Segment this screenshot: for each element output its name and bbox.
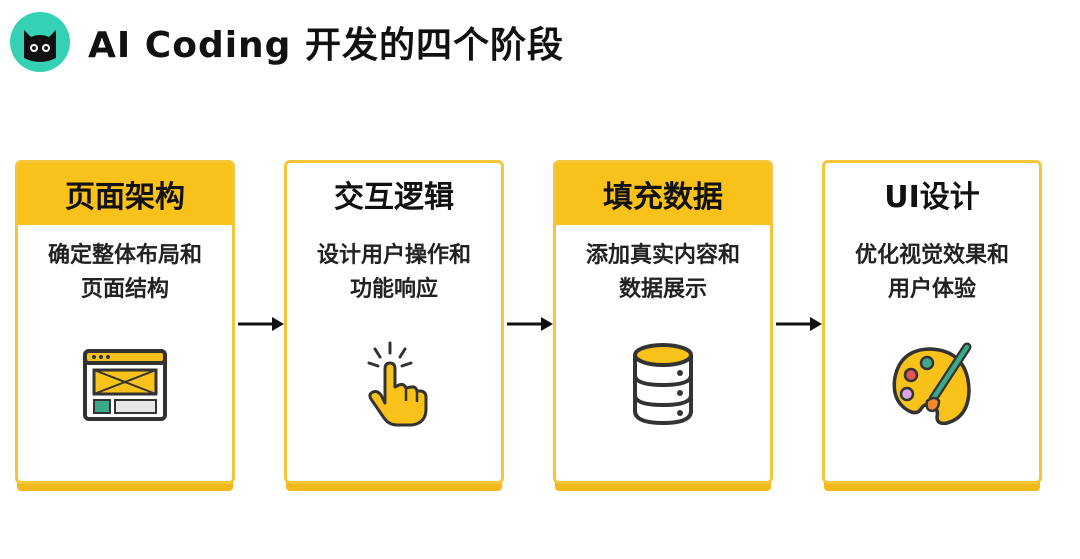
- stage-description-line2: 数据展示: [618, 277, 707, 302]
- stage-title: 交互逻辑: [334, 180, 454, 215]
- stage-description: 优化视觉效果和 用户体验: [825, 239, 1039, 307]
- stage-description-line1: 优化视觉效果和: [854, 243, 1009, 268]
- stage-card-data: 填充数据 添加真实内容和 数据展示: [553, 160, 773, 484]
- arrow-right-icon: [776, 317, 822, 331]
- database-icon: [618, 339, 708, 429]
- stage-description: 确定整体布局和 页面结构: [18, 239, 232, 307]
- stage-description: 设计用户操作和 功能响应: [287, 239, 501, 307]
- header: AI Coding 开发的四个阶段: [10, 12, 564, 72]
- stage-description-line2: 功能响应: [349, 277, 438, 302]
- stage-title: UI设计: [884, 180, 980, 215]
- stage-description-line1: 添加真实内容和: [585, 243, 740, 268]
- stage-title: 填充数据: [556, 163, 770, 225]
- stage-description: 添加真实内容和 数据展示: [556, 239, 770, 307]
- stage-title: 页面架构: [18, 163, 232, 225]
- stage-description-line1: 设计用户操作和: [316, 243, 471, 268]
- wireframe-layout-icon: [80, 339, 170, 429]
- stage-card-layout: 页面架构 确定整体布局和 页面结构: [15, 160, 235, 484]
- stage-description-line2: 用户体验: [887, 277, 976, 302]
- pointing-hand-click-icon: [349, 339, 439, 429]
- arrow-right-icon: [507, 317, 553, 331]
- stage-card-ui-design: UI设计 优化视觉效果和 用户体验: [822, 160, 1042, 484]
- stage-description-line2: 页面结构: [80, 277, 169, 302]
- arrow-right-icon: [238, 317, 284, 331]
- page-title: AI Coding 开发的四个阶段: [88, 25, 564, 66]
- black-cat-icon: [10, 12, 70, 72]
- paint-palette-icon: [887, 339, 977, 429]
- stage-description-line1: 确定整体布局和: [47, 243, 202, 268]
- stage-card-interaction: 交互逻辑 设计用户操作和 功能响应: [284, 160, 504, 484]
